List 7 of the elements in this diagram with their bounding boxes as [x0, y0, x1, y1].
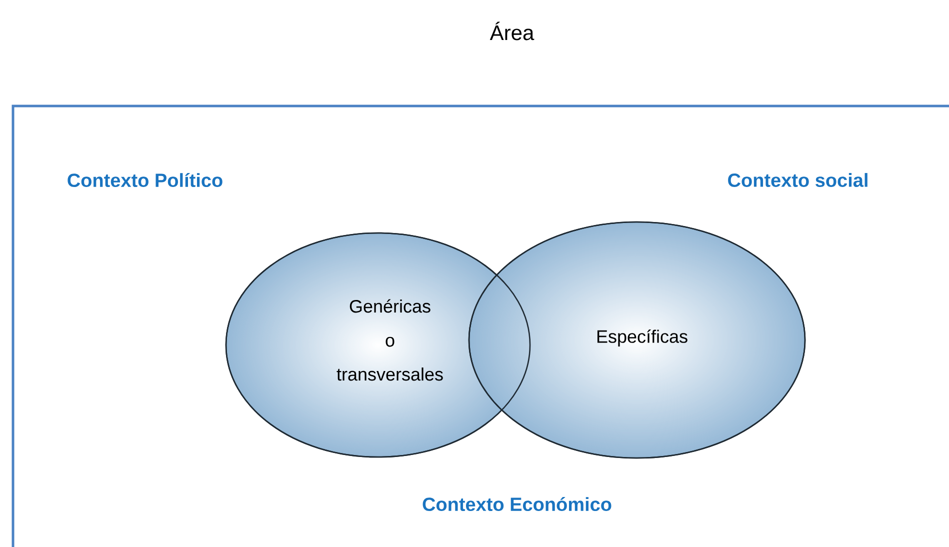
context-label: Contexto Político	[68, 172, 222, 188]
context-label: Contexto social	[728, 173, 868, 187]
context-label: Contexto Económico	[422, 496, 612, 512]
title: Área	[490, 22, 534, 40]
node-label: Genéricas o transversales	[336, 299, 443, 381]
node-label: Específicas	[597, 330, 688, 346]
frame-box	[12, 104, 949, 547]
